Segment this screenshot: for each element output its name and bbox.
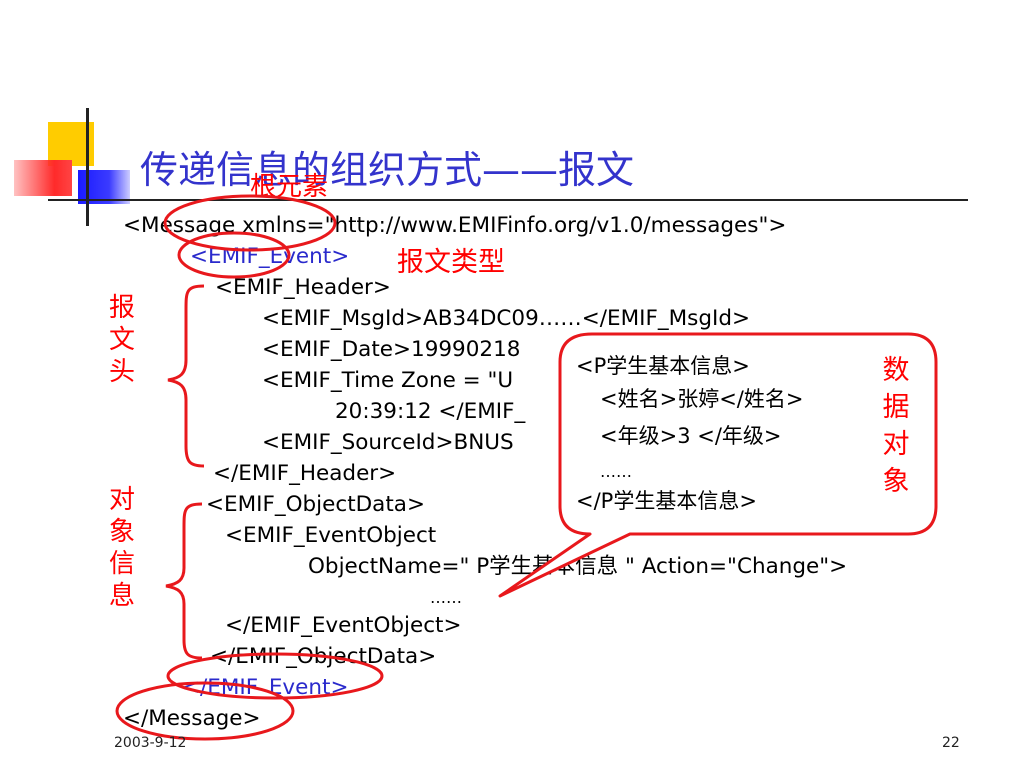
code-line-eventobject-close: </EMIF_EventObject> <box>225 613 462 638</box>
slide-title: 传递信息的组织方式——报文 <box>140 148 635 192</box>
callout-line-ellipsis: …… <box>600 462 632 481</box>
code-line-ellipsis: …… <box>430 588 462 607</box>
title-divider <box>48 199 968 201</box>
circle-event-close <box>166 652 384 700</box>
code-line-time: 20:39:12 </EMIF_ <box>335 399 526 424</box>
annotation-object-info-label: 对 象 信 息 <box>108 485 135 611</box>
code-line-objectdata-open: <EMIF_ObjectData> <box>206 492 425 517</box>
callout-line-close: </P学生基本信息> <box>576 489 757 513</box>
footer-page-number: 22 <box>942 735 960 751</box>
circle-event-open <box>177 231 291 279</box>
decor-red-square <box>14 160 72 196</box>
annotation-data-object-label: 数 据 对 象 <box>882 355 910 497</box>
code-line-msgid: <EMIF_MsgId>AB34DC09……</EMIF_MsgId> <box>262 306 751 331</box>
code-line-objectname: ObjectName=" P学生基本信息 " Action="Change"> <box>308 554 848 579</box>
callout-line-name: <姓名>张婷</姓名> <box>600 387 804 411</box>
callout-bubble <box>498 332 938 598</box>
code-line-header-close: </EMIF_Header> <box>213 461 397 486</box>
circle-message-close <box>115 681 295 741</box>
brace-header <box>167 284 205 468</box>
annotation-header-label: 报 文 头 <box>108 293 135 387</box>
code-line-message-close: </Message> <box>123 706 261 731</box>
code-line-sourceid: <EMIF_SourceId>BNUS <box>262 430 514 455</box>
circle-message-open <box>163 194 337 252</box>
annotation-message-type: 报文类型 <box>397 247 505 278</box>
code-line-eventobject-open: <EMIF_EventObject <box>225 523 437 548</box>
code-line-timezone: <EMIF_Time Zone = "U <box>262 368 514 393</box>
code-line-date: <EMIF_Date>19990218 <box>262 337 521 362</box>
decor-vertical-line <box>86 108 89 226</box>
brace-object-data <box>165 502 203 660</box>
code-line-header-open: <EMIF_Header> <box>215 275 391 300</box>
callout-line-grade: <年级>3 </年级> <box>600 424 782 448</box>
footer-date: 2003-9-12 <box>114 735 187 751</box>
callout-line-open: <P学生基本信息> <box>576 354 750 378</box>
